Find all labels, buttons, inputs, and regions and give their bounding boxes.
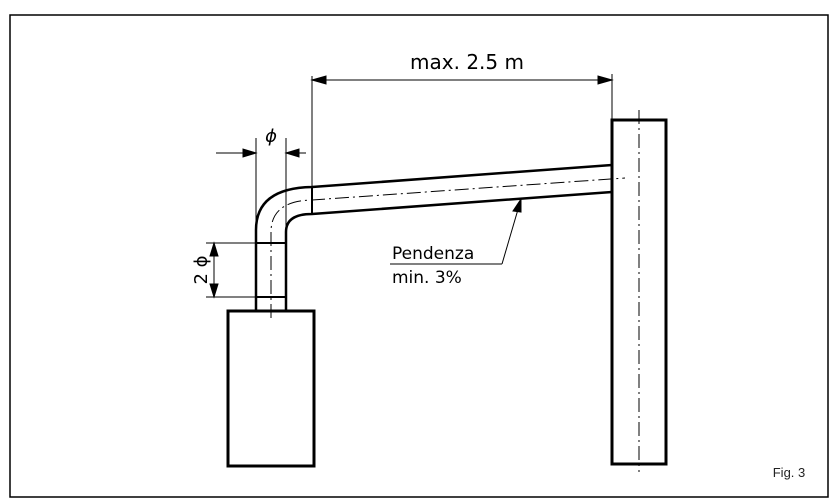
figure-frame: [9, 14, 829, 498]
chimney: [610, 110, 668, 472]
figure-caption: Fig. 3: [773, 465, 806, 480]
double-diameter-label: 2 ϕ: [191, 255, 212, 284]
diameter-dimension: [216, 138, 306, 236]
distance-dimension: [310, 74, 614, 187]
slope-title-label: Pendenza: [392, 244, 474, 264]
slope-leader: [390, 197, 522, 265]
slope-value-label: min. 3%: [392, 268, 462, 288]
diameter-label: ϕ: [265, 126, 277, 147]
boiler-box: [226, 309, 316, 468]
max-distance-label: max. 2.5 m: [410, 50, 524, 74]
double-diameter-dimension: [206, 241, 256, 299]
flue-pipe: [254, 163, 626, 318]
